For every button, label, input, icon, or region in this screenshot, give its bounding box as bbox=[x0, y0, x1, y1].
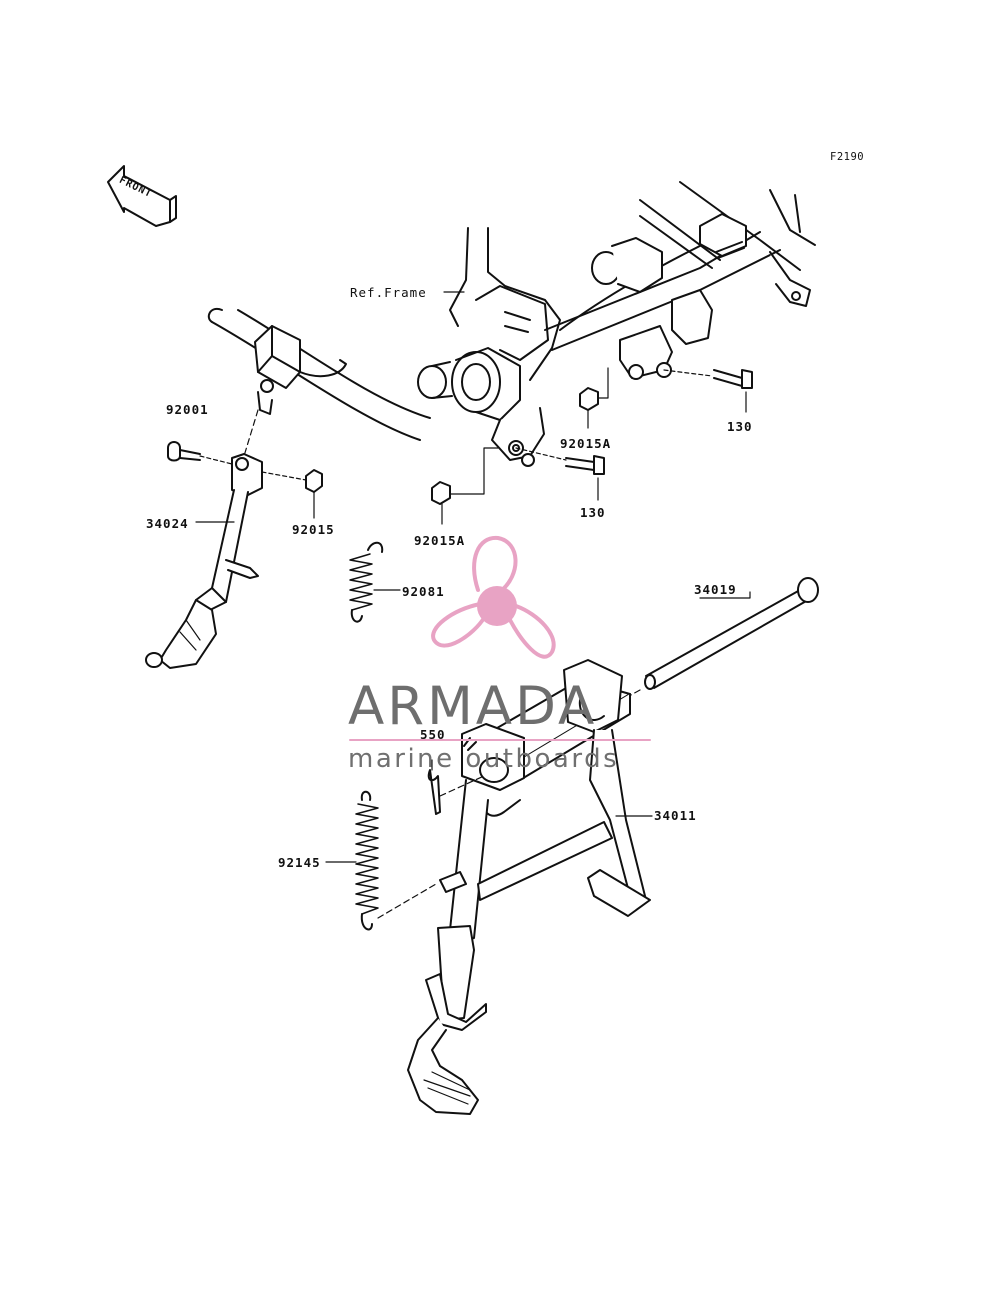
watermark-brand: ARMADA bbox=[348, 676, 598, 737]
part-label-34019[interactable]: 34019 bbox=[694, 582, 737, 597]
front-arrow-icon bbox=[107, 165, 177, 227]
part-label-34011[interactable]: 34011 bbox=[654, 808, 697, 823]
part-label-92015[interactable]: 92015 bbox=[292, 522, 335, 537]
part-label-550[interactable]: 550 bbox=[420, 727, 446, 742]
ref-frame-label: Ref.Frame bbox=[350, 285, 427, 300]
frame-drawing bbox=[207, 181, 816, 461]
nut-92015a-upper bbox=[579, 367, 609, 429]
bolt-130-lower bbox=[515, 447, 605, 501]
nut-92015a-lower bbox=[431, 447, 499, 525]
part-label-92015a-upper[interactable]: 92015A bbox=[560, 436, 612, 451]
armada-propeller-logo bbox=[431, 535, 556, 659]
part-label-92001[interactable]: 92001 bbox=[166, 402, 209, 417]
side-stand bbox=[145, 409, 323, 669]
part-label-92081[interactable]: 92081 bbox=[402, 584, 445, 599]
figure-code: F2190 bbox=[830, 151, 865, 163]
spring-92081 bbox=[349, 541, 401, 623]
bolt-130-upper bbox=[663, 369, 753, 413]
shaft-34019 bbox=[599, 577, 819, 713]
part-label-92145[interactable]: 92145 bbox=[278, 855, 321, 870]
part-label-34024[interactable]: 34024 bbox=[146, 516, 189, 531]
watermark-tagline: marine outboards bbox=[348, 744, 620, 774]
part-label-130-lower[interactable]: 130 bbox=[580, 505, 606, 520]
part-label-92015a-lower[interactable]: 92015A bbox=[414, 533, 466, 548]
spring-92145 bbox=[325, 790, 437, 931]
part-label-130-upper[interactable]: 130 bbox=[727, 419, 753, 434]
